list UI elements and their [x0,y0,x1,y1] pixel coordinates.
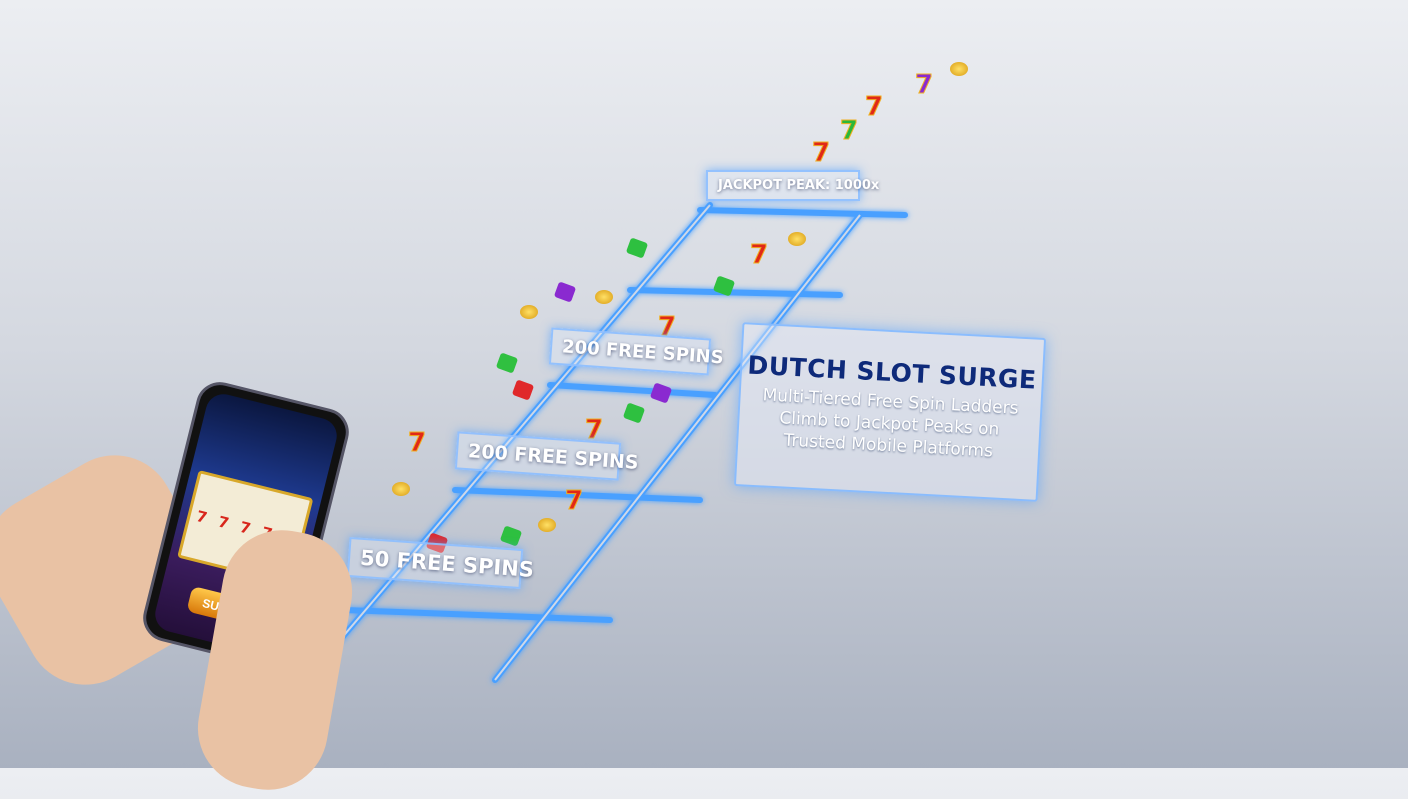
neon-ladder [337,202,908,683]
seven-symbol: 7 [914,70,934,101]
jackpot-peak-label: JACKPOT PEAK: 1000x [706,170,879,201]
ladder-step-3 [547,382,718,398]
ladder-step-4 [627,287,843,298]
coin-icon [392,482,410,496]
headline-panel: DUTCH SLOT SURGE Multi-Tiered Free Spin … [733,322,1047,502]
seven-symbol: 7 [839,116,859,147]
seven-symbol: 7 [657,312,677,343]
ladder-step-2 [452,487,703,503]
seven-symbol: 7 [811,138,831,169]
coin-icon [595,290,613,304]
ladder-step-1 [342,607,613,623]
coin-icon [788,232,806,246]
seven-symbol: 7 [864,92,884,123]
seven-symbol: 7 [584,415,604,446]
coin-icon [538,518,556,532]
coin-icon [950,62,968,76]
headline-subtitle: Multi-Tiered Free Spin Ladders Climb to … [762,385,1019,462]
seven-symbol: 7 [407,428,427,459]
ladder-step-5 [697,207,908,218]
seven-symbol: 7 [564,486,584,517]
coin-icon [520,305,538,319]
seven-symbol: 7 [749,240,769,271]
